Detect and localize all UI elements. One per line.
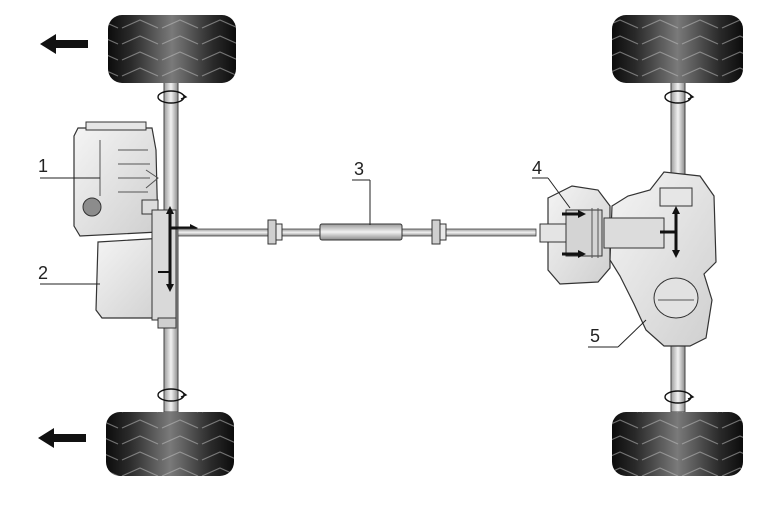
callout-transmission: 2 bbox=[38, 263, 100, 285]
engine bbox=[73, 121, 159, 237]
coupling bbox=[539, 185, 611, 285]
torque-flow-arrow-icon bbox=[660, 206, 680, 258]
universal-joint bbox=[431, 219, 447, 245]
callout-label-1: 1 bbox=[38, 156, 48, 176]
callout-label-5: 5 bbox=[590, 326, 600, 346]
arrow-left-icon bbox=[40, 34, 88, 54]
torque-flow-arrow-icon bbox=[158, 206, 198, 292]
rotation-icon bbox=[157, 90, 188, 104]
callout-label-3: 3 bbox=[354, 159, 364, 179]
callout-propeller-shaft: 3 bbox=[352, 159, 371, 225]
callout-engine: 1 bbox=[38, 156, 100, 179]
propeller-shaft bbox=[177, 219, 537, 245]
rear-differential bbox=[603, 171, 717, 347]
tire-front-left bbox=[108, 15, 236, 83]
arrow-left-icon bbox=[38, 428, 86, 448]
rotation-icon bbox=[664, 390, 695, 404]
transmission bbox=[95, 209, 177, 329]
universal-joint bbox=[267, 219, 283, 245]
rotation-icon bbox=[664, 90, 695, 104]
callout-label-2: 2 bbox=[38, 263, 48, 283]
callout-rear-differential: 5 bbox=[588, 319, 647, 348]
callout-label-4: 4 bbox=[532, 158, 542, 178]
tire-front-right bbox=[106, 412, 234, 476]
tire-rear-left bbox=[612, 15, 743, 83]
callout-coupling: 4 bbox=[532, 158, 571, 209]
tire-rear-right bbox=[612, 412, 743, 476]
rotation-icon bbox=[157, 388, 188, 402]
torque-flow-arrow-icon bbox=[562, 210, 586, 258]
